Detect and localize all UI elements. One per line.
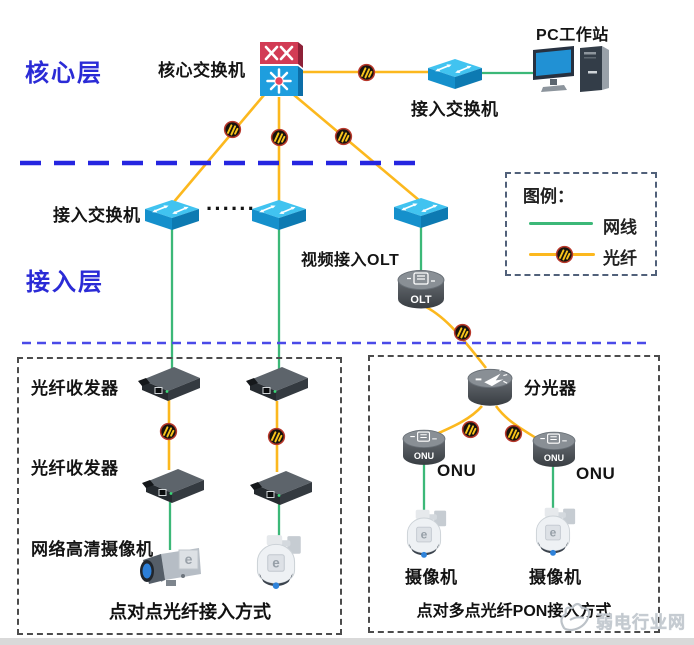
dome-camera-icon <box>398 506 450 565</box>
transceiver-r2c2 <box>248 468 316 508</box>
onu-device-text: ONU <box>414 451 435 461</box>
pc-workstation-label: PC工作站 <box>536 27 609 44</box>
transceiver-label-2: 光纤收发器 <box>31 459 119 478</box>
access-switch-left-label: 接入交换机 <box>53 206 141 225</box>
dome-camera-p2p <box>247 531 305 597</box>
pc-icon <box>533 46 609 92</box>
fiber-bolt-icon <box>357 63 376 82</box>
switch-icon <box>251 199 307 231</box>
legend-ethernet-label: 网线 <box>603 218 637 237</box>
watermark-text: 弱电行业网 <box>596 613 686 633</box>
fiber-bolt-icon <box>270 128 289 147</box>
video-olt-label: 视频接入OLT <box>301 252 400 269</box>
legend-box: 图例： 网线 光纤 <box>505 172 657 276</box>
access-switch-2 <box>251 199 307 231</box>
onu-left-label: ONU <box>437 461 477 480</box>
core-layer-label: 核心层 <box>25 60 103 87</box>
core-switch <box>257 40 305 98</box>
access-layer-label: 接入层 <box>26 269 104 296</box>
legend-fiber-label: 光纤 <box>603 249 637 268</box>
splitter-device <box>462 366 518 410</box>
bullet-camera-icon: e <box>140 548 201 586</box>
ethernet-links <box>168 71 555 550</box>
dome-camera-pon-left <box>398 506 450 565</box>
switch-icon <box>393 197 449 229</box>
onu-right-device: ONU <box>527 429 581 471</box>
splitter-icon <box>462 368 518 410</box>
transceiver-label-1: 光纤收发器 <box>31 379 119 398</box>
dome-camera-pon-right <box>527 504 579 563</box>
p2p-zone-box <box>17 357 342 635</box>
switch-icon <box>427 58 483 90</box>
camera-right-label: 摄像机 <box>529 568 582 587</box>
camera-left-label: 摄像机 <box>405 568 458 587</box>
pon-zone-box <box>368 355 660 633</box>
fiber-bolt-icon <box>555 245 574 264</box>
access-switch-3 <box>393 197 449 229</box>
hd-camera-label: 网络高清摄像机 <box>31 540 154 559</box>
olt-icon: OLT <box>394 267 448 313</box>
core-switch-icon <box>260 42 303 96</box>
onu-icon: ONU <box>527 429 581 471</box>
watermark-logo-icon <box>556 598 596 636</box>
bullet-camera: e <box>135 538 209 596</box>
dome-camera-icon <box>527 504 579 563</box>
access-switch-top-label: 接入交换机 <box>411 100 499 119</box>
p2p-caption: 点对点光纤接入方式 <box>109 602 271 622</box>
transceiver-icon <box>140 466 208 506</box>
transceiver-r2c1 <box>140 466 208 506</box>
fiber-bolt-icon <box>461 420 480 439</box>
transceiver-icon <box>244 364 312 404</box>
bottom-strip <box>0 638 694 645</box>
onu-right-label: ONU <box>576 464 616 483</box>
fiber-bolt-icon <box>267 427 286 446</box>
pc-workstation <box>530 44 612 100</box>
fiber-bolt-icon <box>334 127 353 146</box>
splitter-label: 分光器 <box>524 379 577 398</box>
dome-camera-icon <box>247 531 305 597</box>
fiber-bolt-icon <box>223 120 242 139</box>
access-switch-1 <box>144 199 200 231</box>
access-switch-top <box>427 58 483 90</box>
core-switch-label: 核心交换机 <box>158 61 246 80</box>
legend-ethernet-line <box>529 222 593 225</box>
onu-left-device: ONU <box>397 427 451 469</box>
fiber-bolt-icon <box>504 424 523 443</box>
fiber-bolt-icon <box>159 422 178 441</box>
olt-device: OLT <box>394 267 448 313</box>
transceiver-r1c2 <box>244 364 312 404</box>
olt-device-text: OLT <box>410 294 431 306</box>
camera-logo: e <box>185 551 193 567</box>
onu-icon: ONU <box>397 427 451 469</box>
switch-icon <box>144 199 200 231</box>
fiber-bolt-icon <box>453 323 472 342</box>
transceiver-r1c1 <box>136 364 204 404</box>
onu-device-text: ONU <box>544 453 565 463</box>
legend-title: 图例： <box>523 187 574 206</box>
transceiver-icon <box>248 468 316 508</box>
transceiver-icon <box>136 364 204 404</box>
ellipsis-more-switches: ······ <box>206 196 256 221</box>
